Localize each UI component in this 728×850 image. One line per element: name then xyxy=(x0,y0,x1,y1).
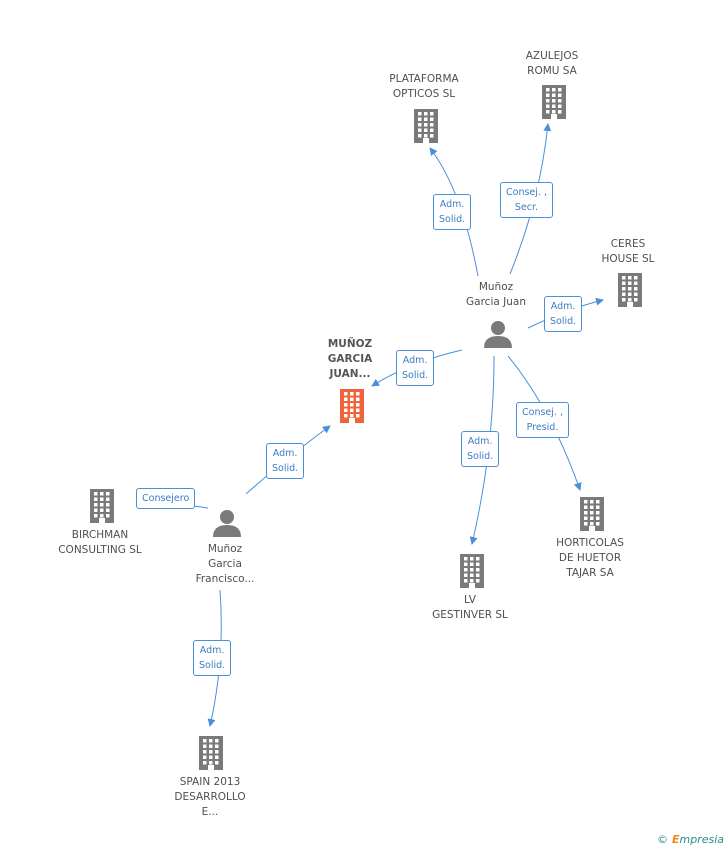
spain-building-icon[interactable] xyxy=(199,736,223,770)
edge-label-juan-azulejos: Consej. , Secr. xyxy=(500,182,553,218)
node-label-birchman-consulting[interactable]: BIRCHMAN CONSULTING SL xyxy=(58,529,142,556)
node-label-munoz-garcia-juan[interactable]: Muñoz Garcia Juan xyxy=(466,281,526,308)
munoz-juan-person-icon[interactable] xyxy=(484,321,512,348)
lv-building-icon[interactable] xyxy=(460,554,484,588)
node-label-lv-gestinver[interactable]: LV GESTINVER SL xyxy=(432,594,508,621)
node-label-ceres-house[interactable]: CERES HOUSE SL xyxy=(601,238,655,265)
birchman-building-icon[interactable] xyxy=(90,489,114,523)
node-label-azulejos-romu[interactable]: AZULEJOS ROMU SA xyxy=(525,50,579,77)
main-building-icon[interactable] xyxy=(340,389,364,423)
ceres-building-icon[interactable] xyxy=(618,273,642,307)
munoz-francisco-person-icon[interactable] xyxy=(213,510,241,537)
brand-logo-text: mpresia xyxy=(679,833,724,846)
edge-label-francisco-main: Adm. Solid. xyxy=(266,443,305,479)
azulejos-building-icon[interactable] xyxy=(542,85,566,119)
edge-label-juan-lv: Adm. Solid. xyxy=(461,431,500,467)
plataforma-building-icon[interactable] xyxy=(414,109,438,143)
edge-label-francisco-birchman: Consejero xyxy=(136,488,196,509)
edge-label-francisco-spain: Adm. Solid. xyxy=(193,640,232,676)
brand-logo-initial: E xyxy=(671,833,680,846)
footer-brand: ©Empresia xyxy=(657,833,724,846)
node-label-spain-2013[interactable]: SPAIN 2013 DESARROLLO E... xyxy=(174,776,246,818)
edge-label-juan-horticolas: Consej. , Presid. xyxy=(516,402,569,438)
node-label-plataforma-opticos[interactable]: PLATAFORMA OPTICOS SL xyxy=(389,73,459,100)
edge-label-juan-ceres: Adm. Solid. xyxy=(544,296,583,332)
node-label-munoz-garcia-francisco[interactable]: Muñoz Garcia Francisco... xyxy=(195,543,255,585)
edge-label-juan-plataforma: Adm. Solid. xyxy=(433,194,472,230)
node-label-main-company[interactable]: MUÑOZ GARCIA JUAN... xyxy=(327,338,373,380)
copyright-symbol: © xyxy=(656,833,668,846)
horticolas-building-icon[interactable] xyxy=(580,497,604,531)
edge-label-juan-main: Adm. Solid. xyxy=(396,350,435,386)
node-label-horticolas[interactable]: HORTICOLAS DE HUETOR TAJAR SA xyxy=(556,537,624,579)
